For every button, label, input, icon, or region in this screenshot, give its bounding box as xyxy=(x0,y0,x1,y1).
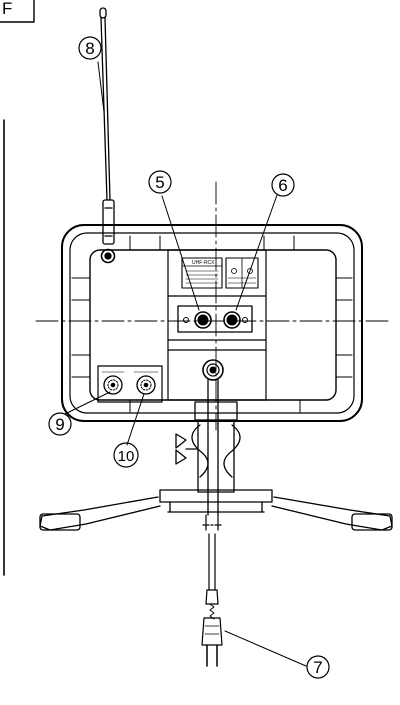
callout-5: 5 xyxy=(148,170,172,194)
stand-base xyxy=(39,489,393,531)
callout-8: 8 xyxy=(78,36,102,60)
callout-number: 7 xyxy=(313,658,322,677)
panel-screw xyxy=(183,317,189,323)
connector-5 xyxy=(194,311,212,329)
callout-number: 5 xyxy=(155,173,164,192)
dial-9 xyxy=(103,375,123,395)
callout-9: 9 xyxy=(48,412,72,436)
center-lines xyxy=(35,181,393,431)
panel-screw xyxy=(242,317,248,323)
callout-7: 7 xyxy=(306,655,330,679)
callout-number: 10 xyxy=(118,448,135,465)
callout-number: 8 xyxy=(85,39,94,58)
callout-10: 10 xyxy=(113,442,139,468)
callout-6: 6 xyxy=(271,173,295,197)
dial-10 xyxy=(136,375,156,395)
leader-lines xyxy=(64,61,307,667)
dial-panel xyxy=(97,365,163,403)
cable-gland xyxy=(202,359,224,381)
center-panel: UHF-RCX xyxy=(167,249,267,401)
mounting-bracket xyxy=(175,379,241,516)
callout-number: 6 xyxy=(278,176,287,195)
model-label: UHF-RCX xyxy=(192,260,215,266)
corner-label-box: F xyxy=(0,0,35,23)
connector-6 xyxy=(223,311,241,329)
power-cord xyxy=(201,514,223,667)
callout-number: 9 xyxy=(55,415,64,434)
corner-label: F xyxy=(2,0,12,18)
antenna xyxy=(99,7,116,264)
